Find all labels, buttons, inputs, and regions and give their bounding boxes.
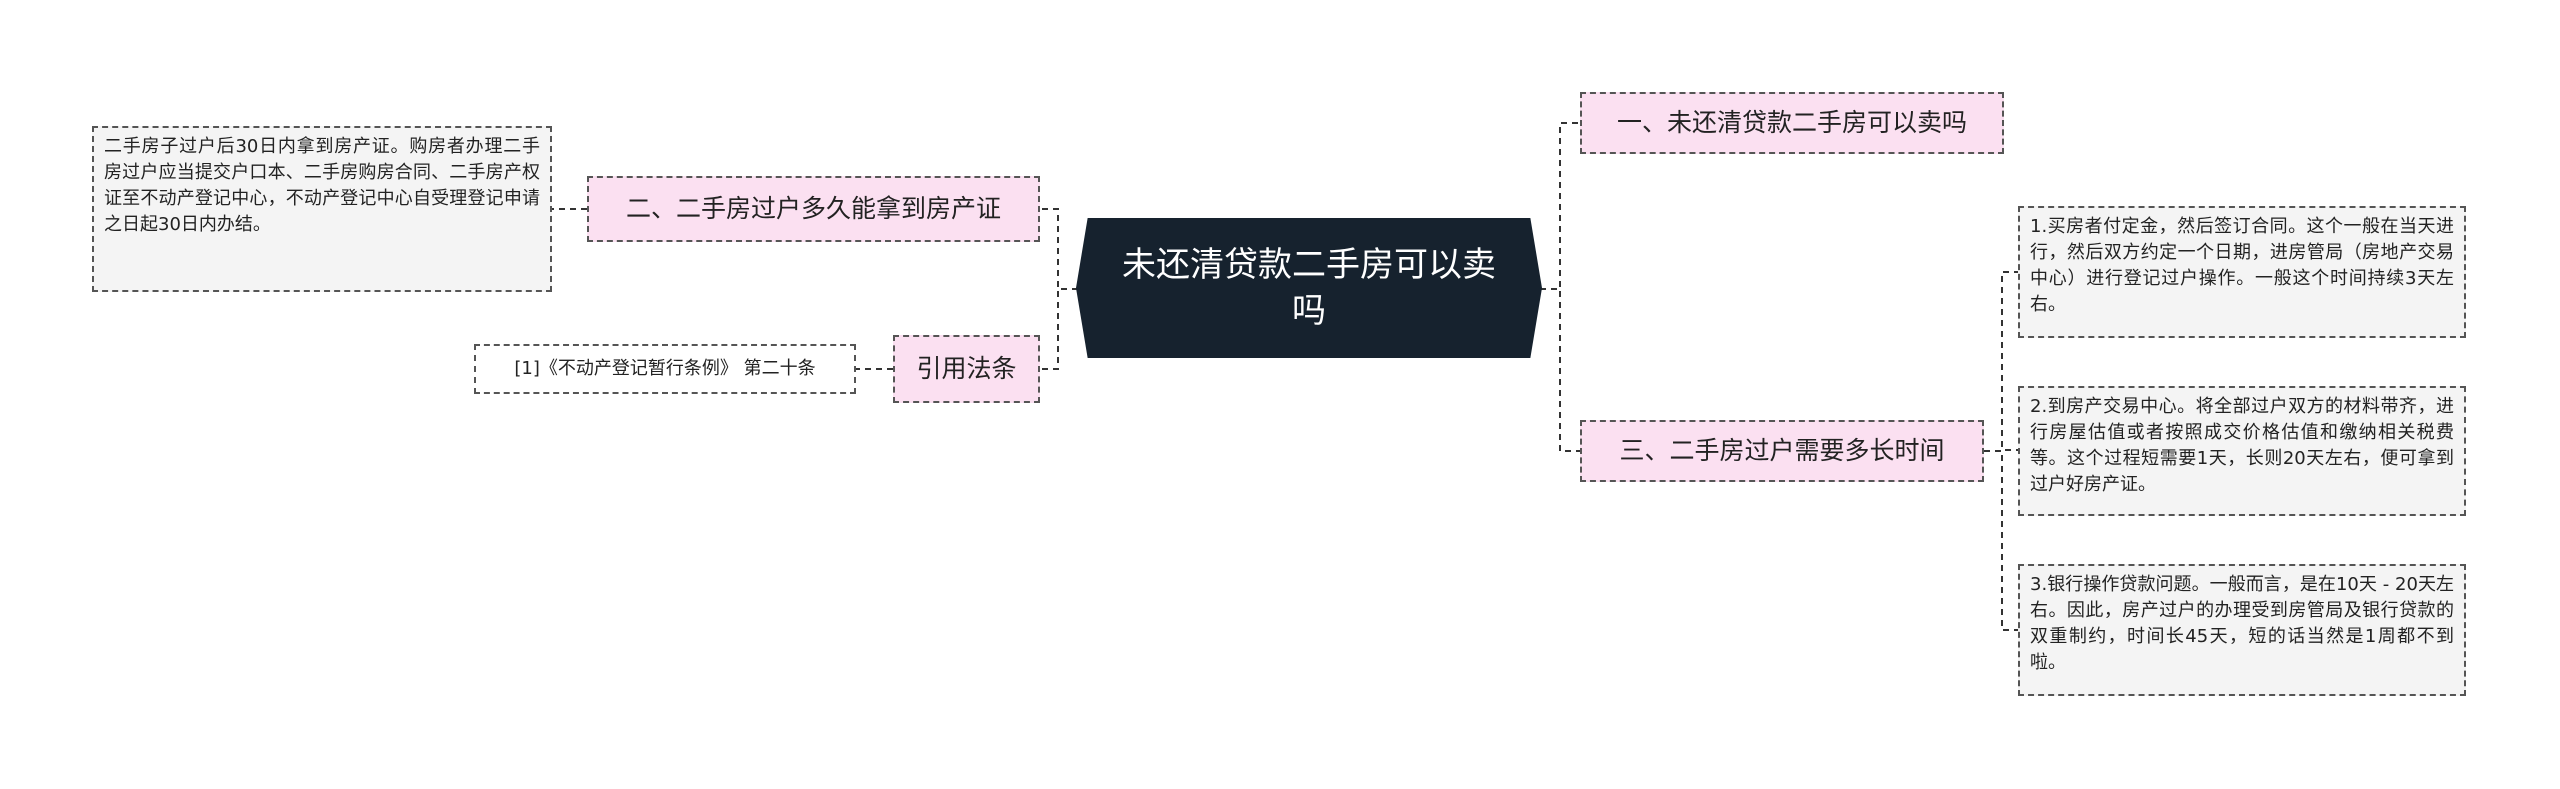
connector-root-to-b3 — [1540, 288, 1580, 452]
branch-topic-2[interactable]: 二、二手房过户多久能拿到房产证 — [587, 176, 1040, 242]
branch-topic-1[interactable]: 一、未还清贷款二手房可以卖吗 — [1580, 92, 2004, 154]
branch-topic-3[interactable]: 三、二手房过户需要多长时间 — [1580, 420, 1984, 482]
leaf-b3-step2[interactable]: 2.到房产交易中心。将全部过户双方的材料带齐，进行房屋估值或者按照成交价格估值和… — [2018, 386, 2466, 516]
leaf-citation-ref-text: [1]《不动产登记暂行条例》 第二十条 — [514, 358, 816, 379]
leaf-b3-step3-text: 3.银行操作贷款问题。一般而言，是在10天 - 20天左右。因此，房产过户的办理… — [2030, 574, 2454, 673]
leaf-b2-detail[interactable]: 二手房子过户后30日内拿到房产证。购房者办理二手房过户应当提交户口本、二手房购房… — [92, 126, 552, 292]
branch-topic-citation-label: 引用法条 — [916, 354, 1017, 383]
leaf-citation-ref[interactable]: [1]《不动产登记暂行条例》 第二十条 — [474, 344, 856, 394]
branch-topic-1-label: 一、未还清贷款二手房可以卖吗 — [1616, 108, 1967, 137]
connector-b3-to-step3 — [1984, 450, 2018, 631]
branch-topic-3-label: 三、二手房过户需要多长时间 — [1619, 436, 1945, 465]
branch-topic-2-label: 二、二手房过户多久能拿到房产证 — [625, 194, 1001, 223]
leaf-b3-step3[interactable]: 3.银行操作贷款问题。一般而言，是在10天 - 20天左右。因此，房产过户的办理… — [2018, 564, 2466, 696]
leaf-b2-detail-text: 二手房子过户后30日内拿到房产证。购房者办理二手房过户应当提交户口本、二手房购房… — [104, 136, 540, 235]
leaf-b3-step2-text: 2.到房产交易中心。将全部过户双方的材料带齐，进行房屋估值或者按照成交价格估值和… — [2030, 396, 2454, 495]
leaf-b3-step1-text: 1.买房者付定金，然后签订合同。这个一般在当天进行，然后双方约定一个日期，进房管… — [2030, 216, 2454, 315]
leaf-b3-step1[interactable]: 1.买房者付定金，然后签订合同。这个一般在当天进行，然后双方约定一个日期，进房管… — [2018, 206, 2466, 338]
connector-root-to-b1 — [1540, 122, 1580, 290]
root-topic[interactable]: 未还清贷款二手房可以卖吗 — [1076, 218, 1542, 358]
branch-topic-citation[interactable]: 引用法条 — [893, 335, 1040, 403]
connector-b3-to-step1 — [1984, 271, 2018, 452]
root-topic-label: 未还清贷款二手房可以卖吗 — [1122, 245, 1496, 331]
connector-root-to-b4 — [1040, 288, 1078, 370]
connector-root-to-b2 — [1040, 208, 1078, 290]
connector-b3-to-step2 — [1984, 449, 2018, 452]
